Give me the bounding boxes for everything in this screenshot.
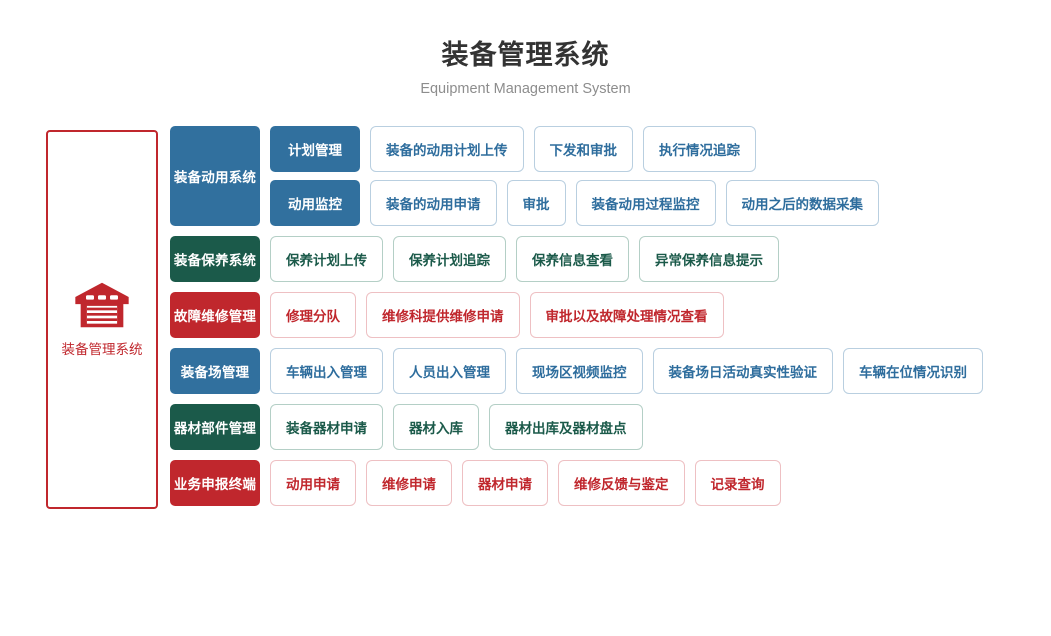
leaf-item[interactable]: 动用申请 [270, 460, 356, 506]
page-subtitle: Equipment Management System [420, 81, 631, 97]
leaf-item[interactable]: 保养信息查看 [516, 236, 629, 282]
category-depot-management[interactable]: 装备场管理 [170, 348, 260, 394]
row-depot-management: 装备场管理 车辆出入管理 人员出入管理 现场区视频监控 装备场日活动真实性验证 … [170, 348, 983, 394]
leaf-item[interactable]: 装备器材申请 [270, 404, 383, 450]
leaf-item[interactable]: 记录查询 [694, 460, 781, 506]
leaf-item[interactable]: 装备场日活动真实性验证 [652, 348, 833, 394]
subline-deployment-monitoring: 装备的动用申请 审批 装备动用过程监控 动用之后的数据采集 [360, 180, 879, 226]
category-parts-management[interactable]: 器材部件管理 [170, 404, 260, 450]
root-system-label: 装备管理系统 [61, 342, 143, 357]
leaf-item[interactable]: 维修反馈与鉴定 [558, 460, 685, 506]
leaf-item[interactable]: 下发和审批 [533, 126, 633, 172]
leaf-item[interactable]: 装备的动用申请 [370, 180, 497, 226]
row-business-declaration-terminal: 业务申报终端 动用申请 维修申请 器材申请 维修反馈与鉴定 记录查询 [170, 460, 983, 506]
subgroup-plan-management[interactable]: 计划管理 [270, 126, 360, 172]
leaf-item[interactable]: 维修科提供维修申请 [366, 292, 520, 338]
leaf-item[interactable]: 器材出库及器材盘点 [489, 404, 643, 450]
subgroup-deployment-monitoring[interactable]: 动用监控 [270, 180, 360, 226]
leaf-item[interactable]: 审批以及故障处理情况查看 [529, 292, 724, 338]
leaf-item[interactable]: 车辆出入管理 [270, 348, 383, 394]
warehouse-icon [75, 282, 129, 328]
leaf-item[interactable]: 维修申请 [366, 460, 452, 506]
leaf-item[interactable]: 动用之后的数据采集 [725, 180, 879, 226]
row-parts-management: 器材部件管理 装备器材申请 器材入库 器材出库及器材盘点 [170, 404, 983, 450]
category-equipment-maintenance[interactable]: 装备保养系统 [170, 236, 260, 282]
leaf-item[interactable]: 现场区视频监控 [516, 348, 643, 394]
row-equipment-maintenance: 装备保养系统 保养计划上传 保养计划追踪 保养信息查看 异常保养信息提示 [170, 236, 983, 282]
page-header: 装备管理系统 Equipment Management System [0, 38, 1051, 100]
leaf-item[interactable]: 修理分队 [270, 292, 356, 338]
row-fault-repair-management: 故障维修管理 修理分队 维修科提供维修申请 审批以及故障处理情况查看 [170, 292, 983, 338]
subline-plan-management: 装备的动用计划上传 下发和审批 执行情况追踪 [360, 126, 879, 172]
category-business-declaration-terminal[interactable]: 业务申报终端 [170, 460, 260, 506]
root-system-panel[interactable]: 装备管理系统 [46, 130, 158, 509]
leaf-item[interactable]: 保养计划上传 [270, 236, 383, 282]
leaf-item[interactable]: 人员出入管理 [393, 348, 506, 394]
leaf-item[interactable]: 保养计划追踪 [393, 236, 506, 282]
leaf-item[interactable]: 执行情况追踪 [643, 126, 756, 172]
leaf-item[interactable]: 器材申请 [462, 460, 548, 506]
leaf-item[interactable]: 器材入库 [393, 404, 479, 450]
subgroup-items: 装备的动用计划上传 下发和审批 执行情况追踪 装备的动用申请 审批 装备动用过程… [360, 126, 879, 226]
subgroup-column-deployment: 计划管理 动用监控 [270, 126, 360, 226]
page-title: 装备管理系统 [441, 40, 610, 70]
category-equipment-deployment[interactable]: 装备动用系统 [170, 126, 260, 226]
row-equipment-deployment: 装备动用系统 计划管理 动用监控 装备的动用计划上传 下发和审批 执行情况追踪 … [170, 126, 983, 226]
leaf-item[interactable]: 装备动用过程监控 [575, 180, 716, 226]
category-fault-repair-management[interactable]: 故障维修管理 [170, 292, 260, 338]
leaf-item[interactable]: 审批 [506, 180, 566, 226]
system-tree: 装备动用系统 计划管理 动用监控 装备的动用计划上传 下发和审批 执行情况追踪 … [170, 126, 983, 514]
leaf-item[interactable]: 装备的动用计划上传 [370, 126, 524, 172]
leaf-item[interactable]: 异常保养信息提示 [639, 236, 779, 282]
leaf-item[interactable]: 车辆在位情况识别 [843, 348, 983, 394]
